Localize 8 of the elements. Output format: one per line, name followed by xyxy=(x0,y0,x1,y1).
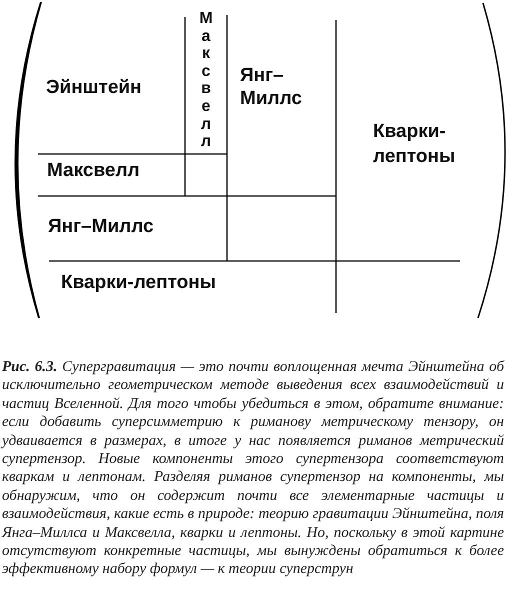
matrix-label: Максвелл xyxy=(47,160,140,182)
figure-caption: Рис. 6.3. Супергравитация — это почти воплощенная мечта Эйнштейна об исключительно геометрическом методе выведения всех взаимодействий и частиц Вселенной. Для того чтобы убедиться в этом, обратите внимание: если добавить суперсимметрию к риманову метрическому тензору, он удваивается в размерах, в итоге у нас появляется риманов метрический супертензор. Новые компоненты этого супертензора соответствуют кваркам и лептонам. Разделяя риманов супертензор на компоненты, мы обнаружим, что он содержит почти все элементарные частицы и взаимодействия, какие есть в природе: теорию гравитации Эйнштейна, поля Янга–Миллса и Максвелла, кварки и лептоны. Но, поскольку в этой картине отсутствуют конкретные частицы, мы вынуждены обратиться к более эффективному набору формул — к теории суперструн xyxy=(2,358,504,579)
matrix-label: Янг–Миллс xyxy=(48,216,154,238)
matrix-label: Кварки-лептоны xyxy=(61,272,216,294)
matrix-label: Кварки-лептоны xyxy=(373,120,456,169)
matrix-label: Янг–Миллс xyxy=(240,64,303,110)
matrix-label: Максвелл xyxy=(198,10,214,151)
matrix-label: Эйнштейн xyxy=(46,77,142,99)
